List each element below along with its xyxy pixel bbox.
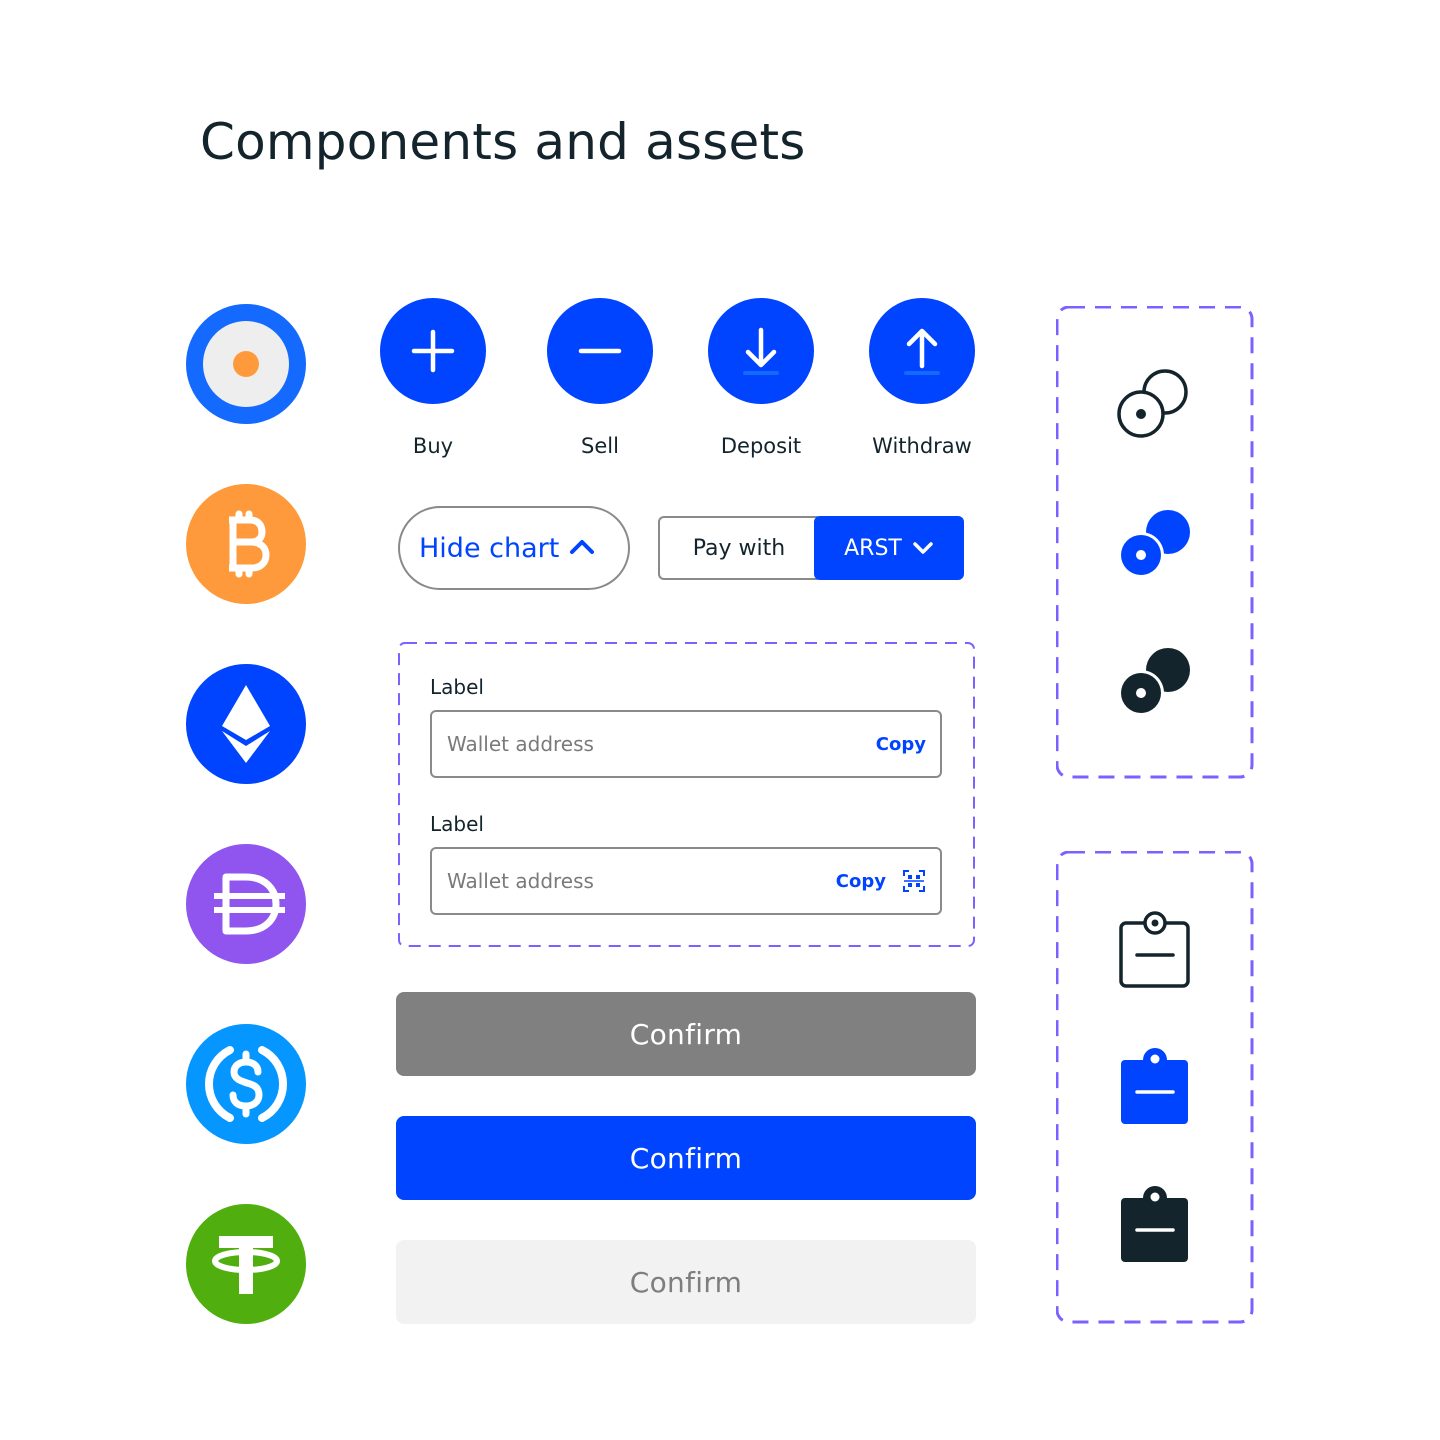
plus-icon[interactable] — [380, 298, 486, 404]
deposit-action[interactable]: Deposit — [701, 298, 821, 466]
buy-label: Buy — [412, 434, 454, 458]
confirm-button-disabled-light[interactable]: Confirm — [396, 1240, 976, 1324]
hide-chart-label: Hide chart — [419, 532, 560, 564]
wallet-address-input-2[interactable] — [447, 869, 836, 893]
coins-outline-icon — [1110, 360, 1200, 450]
withdraw-action[interactable]: Withdraw — [862, 298, 982, 466]
chevron-up-icon — [569, 537, 595, 559]
arrow-down-icon[interactable] — [708, 298, 814, 404]
clipboard-icons-container — [1056, 851, 1254, 1324]
confirm-button-active[interactable]: Confirm — [396, 1116, 976, 1200]
fields-container — [398, 642, 976, 948]
clipboard-dark-icon — [1110, 1182, 1200, 1272]
deposit-label: Deposit — [720, 434, 802, 458]
ethereum-icon — [186, 664, 306, 784]
tether-icon — [186, 1204, 306, 1324]
currency-dropdown[interactable]: ARST — [814, 516, 964, 580]
coins-dark-icon — [1110, 638, 1200, 728]
field-label-2: Label — [430, 812, 484, 836]
coins-blue-icon — [1110, 500, 1200, 590]
qr-scan-icon[interactable] — [902, 869, 926, 893]
clipboard-blue-icon — [1110, 1044, 1200, 1134]
page-title: Components and assets — [200, 113, 806, 171]
wallet-address-field-1: Copy — [430, 710, 942, 778]
bitcoin-icon — [186, 484, 306, 604]
minus-icon[interactable] — [547, 298, 653, 404]
dai-icon — [186, 844, 306, 964]
withdraw-label: Withdraw — [872, 434, 972, 458]
wallet-address-field-2: Copy — [430, 847, 942, 915]
chevron-down-icon — [912, 536, 934, 561]
clipboard-outline-icon — [1110, 906, 1200, 996]
confirm-button-disabled-dark[interactable]: Confirm — [396, 992, 976, 1076]
app-logo-icon — [186, 304, 306, 424]
copy-button-2[interactable]: Copy — [835, 870, 886, 892]
pay-with-selector[interactable]: Pay with ARST — [658, 516, 964, 580]
sell-label: Sell — [581, 434, 619, 458]
coin-icons-container — [1056, 306, 1254, 779]
arrow-up-icon[interactable] — [869, 298, 975, 404]
copy-button-1[interactable]: Copy — [875, 733, 926, 755]
buy-action[interactable]: Buy — [373, 298, 493, 466]
currency-selected: ARST — [844, 535, 902, 561]
pay-with-label: Pay with — [658, 516, 818, 580]
usdc-icon — [186, 1024, 306, 1144]
wallet-address-input-1[interactable] — [447, 732, 876, 756]
field-label-1: Label — [430, 675, 484, 699]
sell-action[interactable]: Sell — [540, 298, 660, 466]
hide-chart-button[interactable]: Hide chart — [398, 506, 630, 590]
